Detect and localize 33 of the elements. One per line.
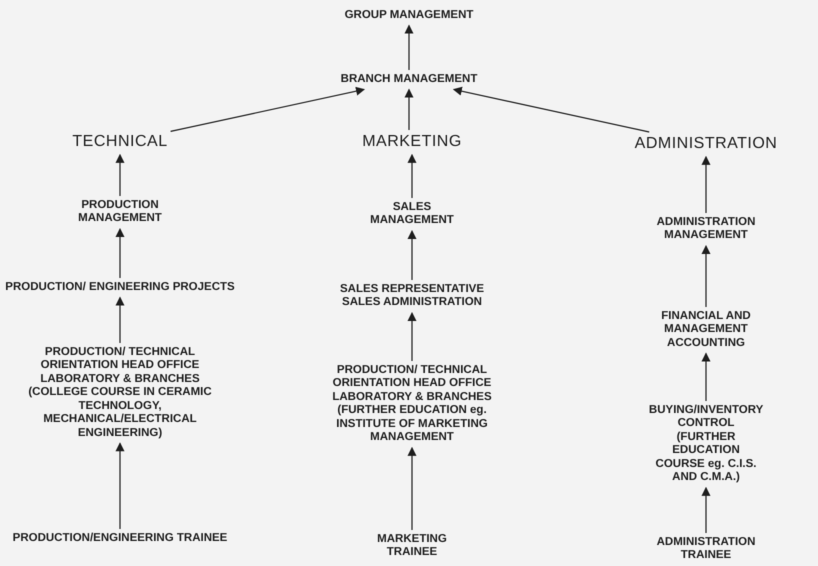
arrow: [408, 154, 416, 198]
arrow: [702, 352, 710, 401]
arrow: [408, 230, 416, 280]
career-stage-label: FINANCIAL AND MANAGEMENT ACCOUNTING: [650, 310, 762, 350]
arrow: [404, 24, 414, 70]
career-stage-label: ADMINISTRATION TRAINEE: [651, 536, 761, 563]
career-stage-label: ADMINISTRATION MANAGEMENT: [650, 216, 762, 243]
career-stage-label: PRODUCTION/ ENGINEERING PROJECTS: [5, 281, 235, 294]
arrow: [702, 486, 710, 533]
arrow: [404, 88, 414, 130]
arrow: [408, 312, 416, 361]
career-stage-label: PRODUCTION/ TECHNICAL ORIENTATION HEAD OFFICE LABORATORY & BRANCHES (FURTHER EDUCATION eg. INSTITUTE OF MARKETING MANAGEMENT: [317, 364, 507, 445]
career-stage-label: PRODUCTION/ENGINEERING TRAINEE: [12, 532, 228, 546]
career-stage-label: SALES REPRESENTATIVE SALES ADMINISTRATION: [320, 283, 504, 310]
arrow: [116, 154, 124, 196]
career-stage-label: GROUP MANAGEMENT: [344, 9, 474, 22]
arrow: [408, 446, 416, 530]
arrow: [116, 296, 124, 343]
arrow: [170, 86, 365, 132]
career-stage-label: PRODUCTION/ TECHNICAL ORIENTATION HEAD OFFICE LABORATORY & BRANCHES (COLLEGE COURSE IN CERAMIC TECHNOLOGY, MECHANICAL/ELECTRICAL ENGINEERING): [18, 346, 222, 440]
arrow: [116, 442, 124, 529]
career-stage-label: PRODUCTION MANAGEMENT: [65, 199, 175, 226]
department-heading: ADMINISTRATION: [634, 135, 778, 154]
department-heading: MARKETING: [362, 133, 462, 152]
arrow: [702, 245, 710, 307]
career-stage-label: SALES MANAGEMENT: [357, 201, 467, 228]
career-stage-label: BUYING/INVENTORY CONTROL (FURTHER EDUCATION COURSE eg. C.I.S. AND C.M.A.): [648, 404, 764, 485]
career-stage-label: MARKETING TRAINEE: [357, 533, 467, 560]
arrow: [452, 86, 650, 133]
arrow: [116, 228, 124, 278]
arrow: [702, 156, 710, 213]
department-heading: TECHNICAL: [72, 133, 168, 152]
career-stage-label: BRANCH MANAGEMENT: [340, 73, 478, 86]
